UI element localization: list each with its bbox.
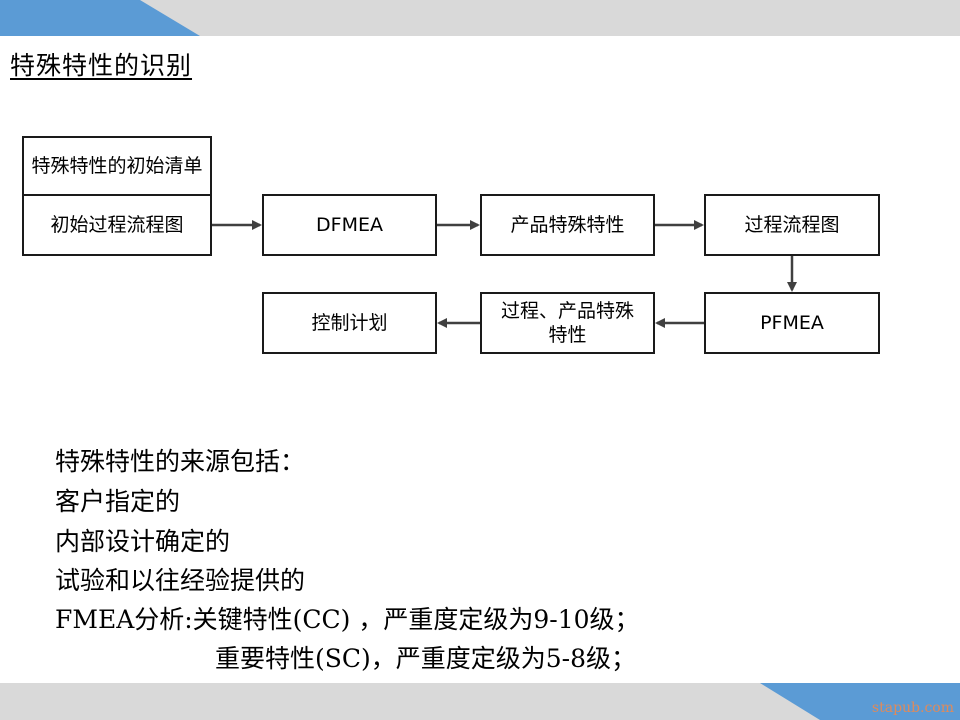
box-pfmea: PFMEA — [704, 292, 880, 354]
source-item: 试验和以往经验提供的 — [55, 566, 306, 595]
watermark: stapub.com — [871, 700, 954, 716]
box-initial-list-label: 特殊特性的初始清单 — [31, 155, 203, 177]
sources-heading: 特殊特性的来源包括： — [55, 447, 306, 476]
box-process-flow-label: 过程流程图 — [744, 214, 840, 236]
box-control-plan-label: 控制计划 — [311, 312, 388, 334]
box-process-product-special-label: 过程、产品特殊特性 — [500, 300, 634, 346]
page-title: 特殊特性的识别 — [10, 51, 193, 80]
box-product-special-label: 产品特殊特性 — [510, 214, 625, 236]
source-item: 客户指定的 — [55, 487, 181, 516]
box-dfmea-label: DFMEA — [316, 214, 383, 236]
box-control-plan: 控制计划 — [262, 292, 437, 354]
source-item: FMEA分析:关键特性(CC) ，严重度定级为9-10级； — [55, 605, 640, 634]
box-dfmea: DFMEA — [262, 194, 437, 256]
box-product-special: 产品特殊特性 — [480, 194, 655, 256]
source-item: 重要特性(SC)，严重度定级为5-8级； — [215, 644, 637, 673]
box-pfmea-label: PFMEA — [760, 312, 824, 334]
box-initial-process-flow-label: 初始过程流程图 — [50, 214, 184, 236]
box-process-flow: 过程流程图 — [704, 194, 880, 256]
source-item: 内部设计确定的 — [55, 527, 231, 556]
box-process-product-special: 过程、产品特殊特性 — [480, 292, 655, 354]
box-initial-process-flow: 初始过程流程图 — [22, 194, 212, 256]
